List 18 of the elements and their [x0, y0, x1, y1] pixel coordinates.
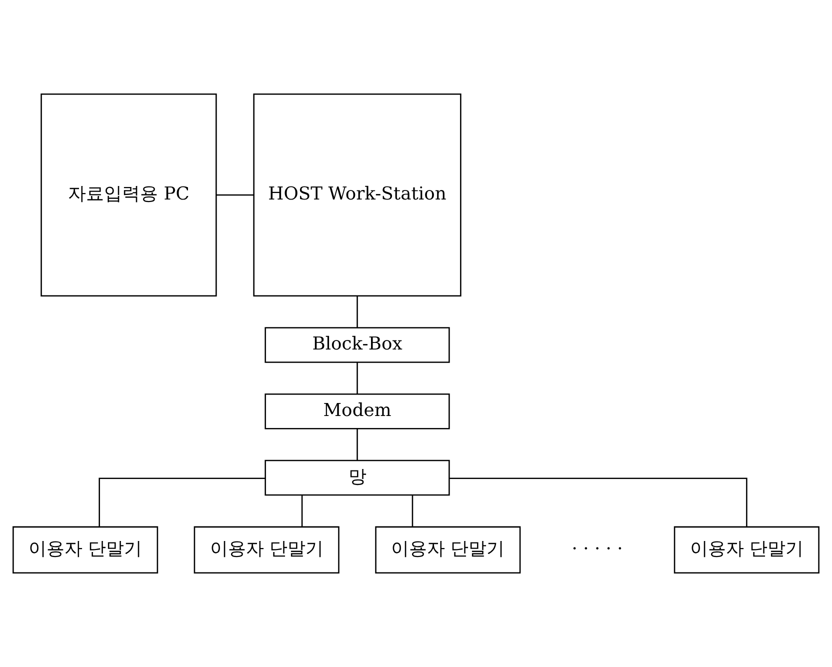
connector [356, 428, 358, 460]
connector [450, 478, 748, 527]
connector [356, 296, 358, 328]
connector [98, 478, 266, 527]
connector [356, 362, 358, 394]
node-box: Modem [264, 394, 450, 430]
node-box: 이용자 단말기 [375, 526, 521, 574]
node-box: 망 [264, 460, 450, 496]
label: · · · · · [572, 538, 623, 560]
node-box: 자료입력용 PC [40, 93, 217, 296]
node-box: 이용자 단말기 [674, 526, 820, 574]
connector [412, 495, 414, 527]
node-box: 이용자 단말기 [12, 526, 158, 574]
node-box: 이용자 단말기 [194, 526, 340, 574]
connector [301, 495, 303, 527]
node-box: Block-Box [264, 327, 450, 363]
connector [216, 194, 254, 196]
node-box: HOST Work-Station [253, 93, 462, 296]
